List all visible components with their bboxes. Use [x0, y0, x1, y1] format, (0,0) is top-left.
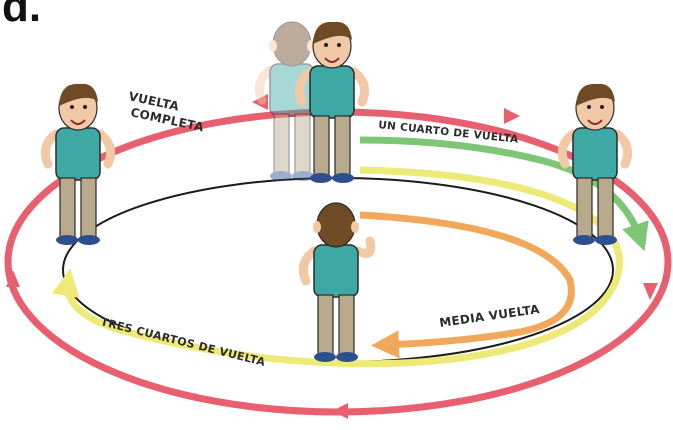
full-turn-arrowhead-4: [332, 403, 348, 419]
quarter-turn-arrow: [359, 136, 649, 252]
full-turn-arrowhead-3: [643, 283, 658, 300]
half-turn-arrow: [359, 211, 575, 359]
child-left: [45, 84, 110, 245]
corner-letter: d.: [2, 0, 42, 31]
half-turn-label: MEDIA VUELTA: [438, 302, 540, 330]
three-quarter-turn-label: TRES CUARTOS DE VUELTA: [99, 315, 267, 369]
full-turn-arrowhead-2: [504, 108, 520, 124]
full-turn-arrowhead-5: [6, 270, 20, 287]
three-quarter-turn-arrow: [51, 166, 624, 368]
child-center: [303, 203, 370, 362]
